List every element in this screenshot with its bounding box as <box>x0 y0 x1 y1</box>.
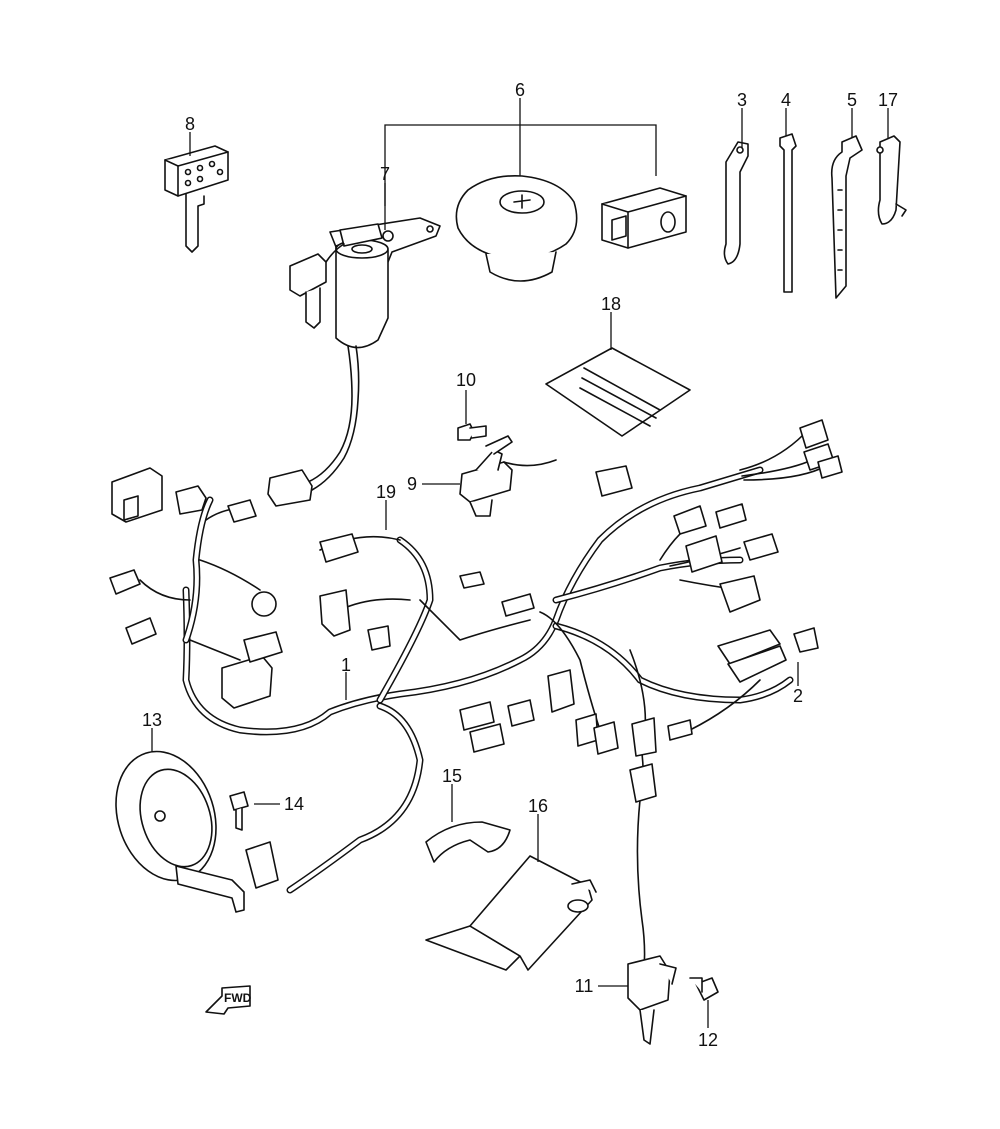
switch-part-9 <box>459 435 557 517</box>
callout-12: 12 <box>698 1030 718 1050</box>
callout-9: 9 <box>407 474 417 494</box>
main-harness-part-1 <box>182 466 794 894</box>
callout-3: 3 <box>737 90 747 110</box>
callout-17: 17 <box>878 90 898 110</box>
bracket-part-16 <box>425 855 597 971</box>
sensor-part-11 <box>627 955 677 1045</box>
bolt-part-14 <box>229 791 249 831</box>
callout-4: 4 <box>781 90 791 110</box>
callout-2: 2 <box>793 686 803 706</box>
forward-direction-marker: FWD <box>205 985 252 1015</box>
cable-tie-part-4 <box>779 133 797 293</box>
callout-6: 6 <box>515 80 525 100</box>
leader-lines <box>151 98 889 1028</box>
cable-tie-part-5 <box>830 135 863 299</box>
clamp-part-17 <box>876 135 907 225</box>
sheet-part-18 <box>545 347 691 437</box>
cover-part-15 <box>425 821 511 863</box>
bolt-part-10 <box>457 423 487 441</box>
ignition-lead <box>307 345 353 483</box>
harness-connectors <box>109 419 843 889</box>
callout-11: 11 <box>575 976 594 996</box>
left-branch-wires <box>139 507 261 661</box>
screw-part-12 <box>689 977 719 1001</box>
ignition-connector <box>267 469 313 507</box>
callout-7: 7 <box>380 164 390 184</box>
ignition-switch-part-7 <box>289 217 441 349</box>
fwd-label: FWD <box>224 991 252 1005</box>
callout-5: 5 <box>847 90 857 110</box>
fuse-lead <box>689 679 761 731</box>
callout-13: 13 <box>142 710 162 730</box>
callout-8: 8 <box>185 114 195 134</box>
key-fob-part-8 <box>164 145 229 253</box>
callout-14: 14 <box>284 794 304 814</box>
callout-18: 18 <box>601 294 621 314</box>
cap-lock-part-6 <box>601 187 687 249</box>
callout-labels: 1 2 3 4 5 6 7 8 9 10 11 12 13 14 15 16 1… <box>142 80 898 1050</box>
clamp-part-3 <box>723 141 749 265</box>
callout-10: 10 <box>456 370 476 390</box>
callout-16: 16 <box>528 796 548 816</box>
callout-15: 15 <box>442 766 462 786</box>
ignition-lead-2 <box>311 345 360 491</box>
horn-part-13 <box>115 750 245 913</box>
callout-1: 1 <box>341 655 351 675</box>
fuel-cap-part-6 <box>455 174 578 282</box>
callout-19: 19 <box>376 482 396 502</box>
